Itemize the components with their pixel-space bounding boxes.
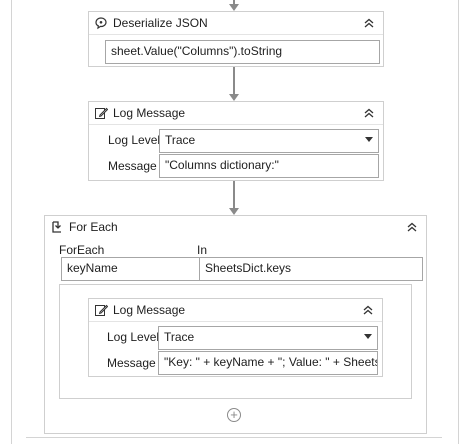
plus-icon: + (230, 407, 238, 422)
activity-header[interactable]: Log Message (89, 299, 382, 322)
message-input[interactable]: "Key: " + keyName + "; Value: " + Sheets… (158, 351, 378, 375)
double-chevron-up-icon[interactable] (361, 15, 377, 31)
loop-icon (49, 219, 65, 235)
log-level-label: Log Level (107, 330, 160, 344)
sequence-border-bottom (26, 437, 442, 438)
activity-title: Deserialize JSON (113, 16, 208, 30)
double-chevron-up-icon[interactable] (360, 302, 376, 318)
activity-header[interactable]: Deserialize JSON (89, 12, 383, 35)
chevron-down-icon (364, 334, 372, 339)
in-label: In (197, 243, 208, 257)
connector-arrow (229, 208, 239, 215)
sequence-border-left (11, 0, 12, 444)
activity-title: Log Message (113, 303, 186, 317)
double-chevron-up-icon[interactable] (404, 219, 420, 235)
log-level-select[interactable]: Trace (159, 129, 379, 153)
connector-arrow (229, 4, 239, 11)
json-string-input[interactable]: sheet.Value("Columns").toString (105, 40, 380, 64)
json-brain-icon (93, 15, 109, 31)
connector-line (233, 67, 235, 95)
double-chevron-up-icon[interactable] (361, 105, 377, 121)
log-message-activity-1[interactable]: Log Message Log Level Trace Message "Col… (88, 101, 384, 181)
foreach-in-input[interactable]: SheetsDict.keys (199, 257, 423, 281)
pencil-note-icon (93, 105, 109, 121)
for-each-activity[interactable]: For Each ForEach In keyName SheetsDict.k… (44, 215, 427, 434)
deserialize-json-activity[interactable]: Deserialize JSON sheet.Value("Columns").… (88, 11, 384, 67)
log-level-label: Log Level (108, 133, 161, 147)
connector-line (233, 181, 235, 209)
message-label: Message (107, 356, 156, 370)
message-label: Message (108, 159, 157, 173)
activity-title: Log Message (113, 106, 186, 120)
activity-header[interactable]: Log Message (89, 102, 383, 125)
activity-title: For Each (69, 220, 118, 234)
sequence-border-right (458, 0, 459, 444)
log-message-activity-2[interactable]: Log Message Log Level Trace Message "Key… (88, 298, 383, 377)
log-level-select[interactable]: Trace (158, 326, 378, 350)
log-level-value: Trace (165, 133, 196, 147)
pencil-note-icon (93, 302, 109, 318)
for-each-body: Log Message Log Level Trace Message "Key… (59, 284, 412, 399)
connector-line (233, 0, 235, 5)
connector-arrow (229, 94, 239, 101)
foreach-label: ForEach (59, 243, 105, 257)
chevron-down-icon (365, 137, 373, 142)
log-level-value: Trace (164, 330, 195, 344)
activity-header[interactable]: For Each (45, 216, 426, 238)
message-input[interactable]: "Columns dictionary:" (159, 154, 379, 178)
foreach-item-input[interactable]: keyName (61, 257, 204, 281)
add-activity-button[interactable]: + (227, 408, 241, 422)
